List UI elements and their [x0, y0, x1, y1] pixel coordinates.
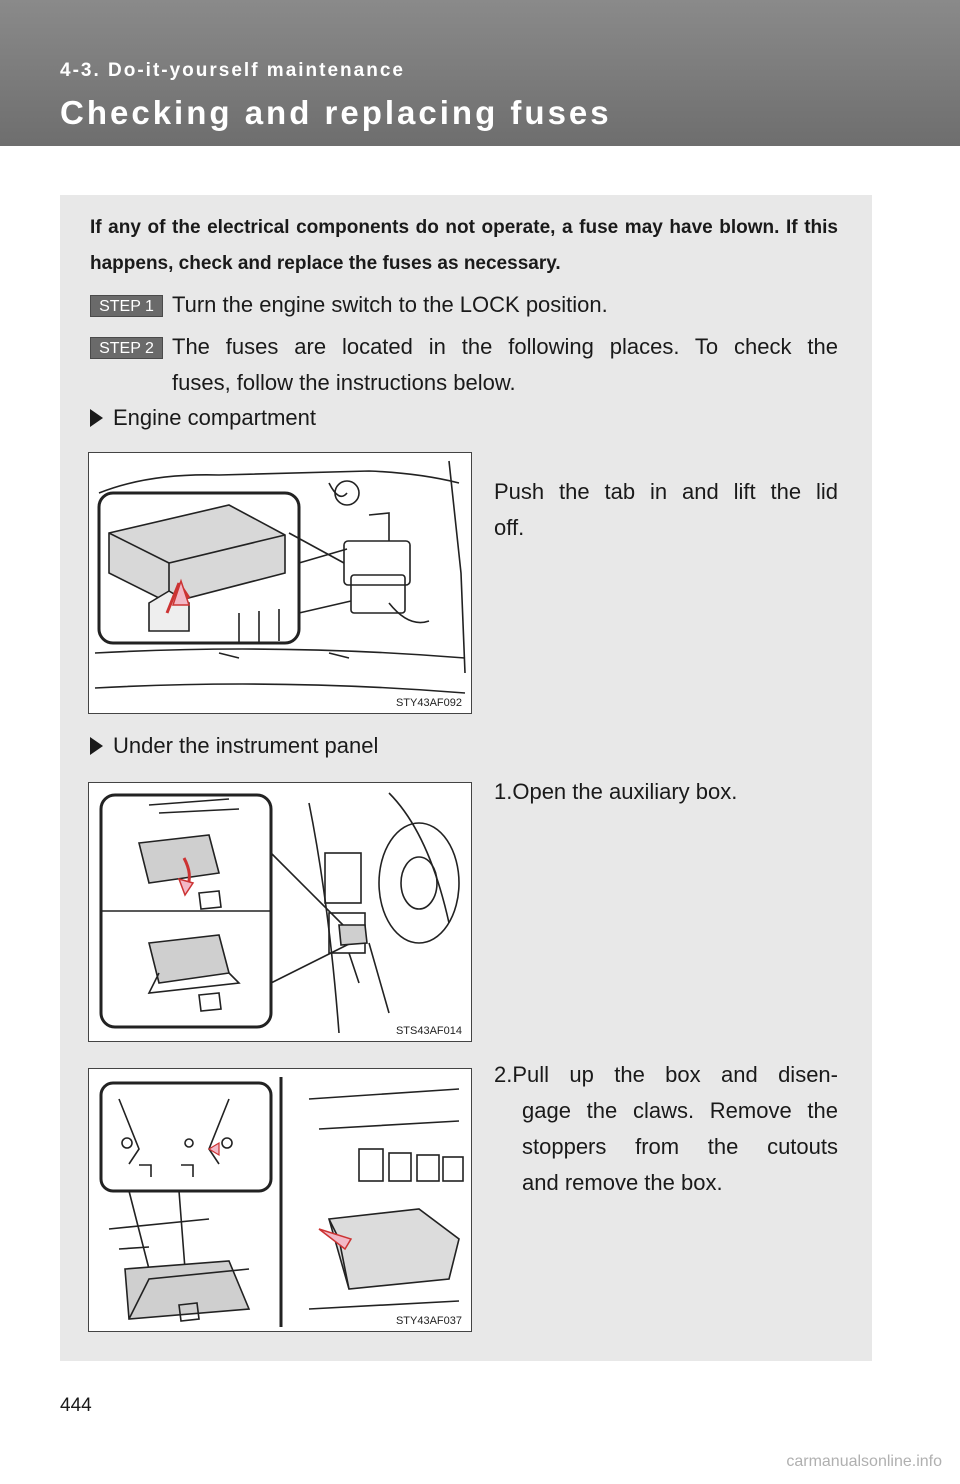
instrument-instruction-2-line3: stoppers from the cutouts — [522, 1134, 838, 1159]
bullet-engine-compartment: Engine compartment — [90, 400, 316, 436]
engine-instruction-line2: off. — [494, 515, 525, 540]
instrument-instruction-1: 1.Open the auxiliary box. — [494, 779, 738, 804]
page-title: Checking and replacing fuses — [60, 94, 612, 131]
page-header: 4-3. Do-it-yourself maintenance Checking… — [0, 0, 960, 146]
instrument-instruction-2-line2: gage the claws. Remove the — [522, 1098, 838, 1123]
figure-code: STY43AF037 — [392, 1315, 465, 1327]
step-2-badge: STEP 2 — [90, 337, 163, 359]
engine-instruction-line1: Push the tab in and lift the lid — [494, 479, 838, 504]
triangle-bullet-icon — [90, 409, 103, 427]
figure-code: STY43AF092 — [392, 697, 465, 709]
step-1-text: Turn the engine switch to the LOCK posit… — [172, 292, 608, 317]
figure-code: STS43AF014 — [392, 1025, 465, 1037]
bullet-label: Engine compartment — [113, 405, 316, 430]
engine-compartment-figure: STY43AF092 — [88, 452, 472, 714]
engine-compartment-illustration — [94, 460, 466, 694]
intro-paragraph: If any of the electrical components do n… — [90, 217, 838, 274]
remove-box-illustration — [99, 1077, 464, 1327]
instrument-instruction-2-line4: and remove the box. — [522, 1170, 723, 1195]
step-2-text-line1: The fuses are located in the following p… — [172, 334, 838, 359]
triangle-bullet-icon — [90, 737, 103, 755]
step-1-badge: STEP 1 — [90, 295, 163, 317]
auxiliary-box-illustration — [99, 792, 460, 1034]
remove-box-figure: STY43AF037 — [88, 1068, 472, 1332]
bullet-label: Under the instrument panel — [113, 733, 379, 758]
step-2-text-line2: fuses, follow the instructions below. — [172, 370, 516, 395]
page-number: 444 — [60, 1395, 92, 1416]
bullet-instrument-panel: Under the instrument panel — [90, 728, 378, 764]
section-label: 4-3. Do-it-yourself maintenance — [60, 60, 405, 81]
auxiliary-box-figure: STS43AF014 — [88, 782, 472, 1042]
instrument-instruction-2-line1: 2.Pull up the box and disen- — [494, 1062, 838, 1087]
watermark: carmanualsonline.info — [786, 1453, 942, 1470]
